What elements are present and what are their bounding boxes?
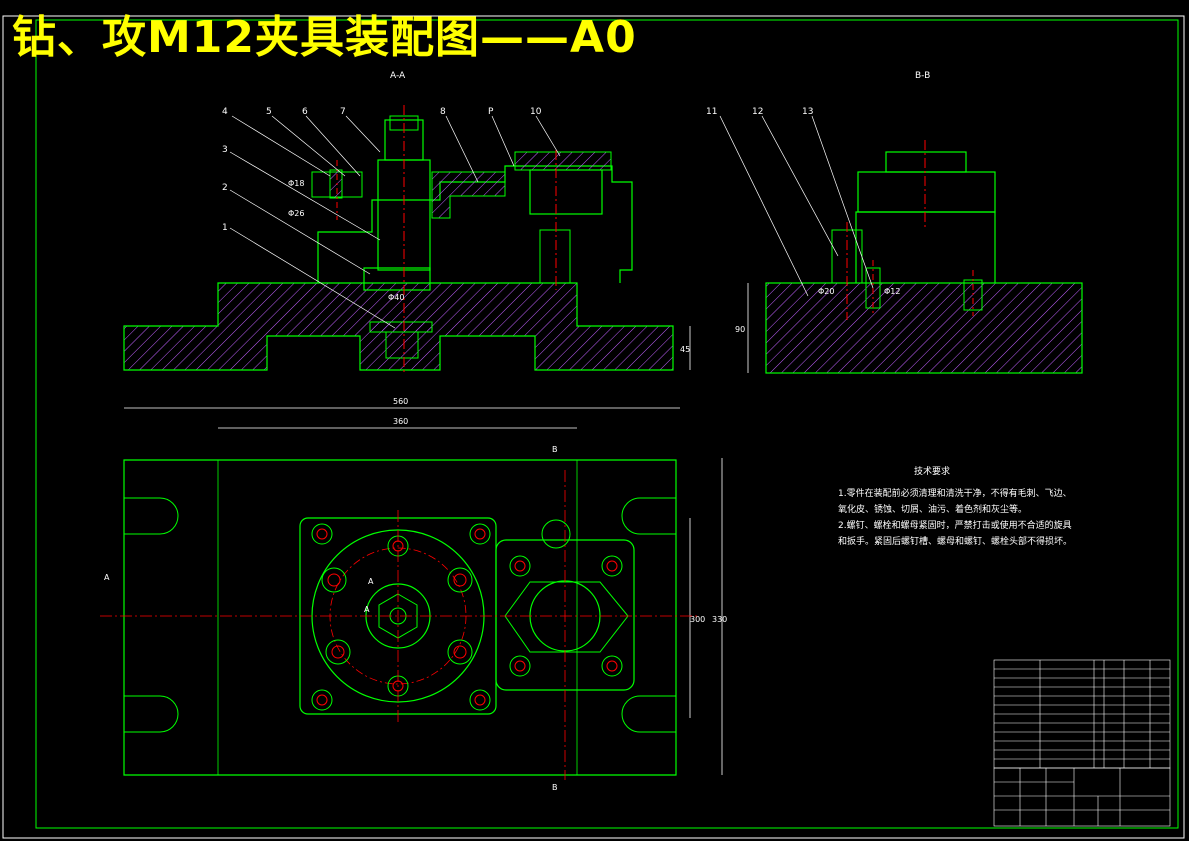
plan-slot-br <box>621 695 676 733</box>
plan-marker-a-center: A <box>364 605 370 614</box>
aa-clamp-plate <box>431 171 506 219</box>
part-label-5: 5 <box>266 107 272 117</box>
bb-workpiece-top <box>885 151 967 173</box>
bb-fit-12: Φ12 <box>884 287 900 296</box>
part-label-8: 8 <box>440 107 446 117</box>
tech-line-3: 2.螺钉、螺栓和螺母紧固时，严禁打击或使用不合适的旋具 <box>838 519 1072 531</box>
aa-shaft-washer <box>369 321 433 333</box>
part-label-4: 4 <box>222 107 228 117</box>
aa-fit-40: Φ40 <box>388 293 404 302</box>
view-label-aa: A-A <box>390 71 406 81</box>
tech-requirements: 技术要求 1.零件在装配前必须清理和清洗干净，不得有毛刺、飞边、 氧化皮、锈蚀、… <box>838 465 1072 547</box>
bb-support-pin <box>831 229 863 284</box>
part-label-2: 2 <box>222 183 228 193</box>
bb-part-labels: 11 12 13 <box>706 107 874 297</box>
part-label-11: 11 <box>706 107 717 117</box>
part-label-12: 12 <box>752 107 763 117</box>
plan-dim-360: 360 <box>393 417 408 426</box>
aa-fit-26: Φ26 <box>288 209 304 218</box>
tech-line-2: 氧化皮、锈蚀、切屑、油污、着色剂和灰尘等。 <box>838 503 1027 515</box>
bb-workpiece <box>857 171 996 213</box>
part-label-10: 10 <box>530 107 542 117</box>
view-label-bb: B-B <box>915 71 930 81</box>
tech-line-1: 1.零件在装配前必须清理和清洗干净，不得有毛刺、飞边、 <box>838 487 1072 499</box>
part-label-7: 7 <box>340 107 346 117</box>
bb-frame <box>855 211 996 283</box>
plan-slot-bl <box>124 695 179 733</box>
plan-marker-a-center2: A <box>368 577 374 586</box>
section-view-aa: A-A 45 Φ18 Φ26 Φ40 <box>123 71 691 372</box>
aa-shaft-nut-bottom <box>385 331 419 359</box>
plan-dim-300: 300 <box>690 615 705 624</box>
sheet-outer-border <box>2 15 1185 839</box>
tech-heading: 技术要求 <box>914 465 950 477</box>
parts-list-table <box>993 659 1171 769</box>
plan-slot-tr <box>621 497 676 535</box>
section-view-bb: B-B 90 Φ20 Φ12 <box>735 71 1083 374</box>
sheet-inner-border <box>35 19 1179 829</box>
part-label-3: 3 <box>222 145 228 155</box>
aa-part-labels: 1 2 3 4 5 6 7 8 P 10 <box>222 107 561 329</box>
part-label-13: 13 <box>802 107 813 117</box>
bb-base-plate <box>765 282 1083 374</box>
part-label-6: 6 <box>302 107 308 117</box>
bb-fit-20: Φ20 <box>818 287 834 296</box>
plan-dim-560: 560 <box>393 397 408 406</box>
aa-fit-18: Φ18 <box>288 179 304 188</box>
tech-line-4: 和扳手。紧固后螺钉槽、螺母和螺钉、螺栓头部不得损坏。 <box>838 535 1072 547</box>
plan-slot-tl <box>124 497 179 535</box>
aa-workpiece-cover <box>514 151 612 171</box>
plan-work-flange <box>504 581 629 653</box>
plan-base-plate <box>123 459 677 776</box>
bb-dim-90: 90 <box>735 325 745 334</box>
aa-shaft-collar <box>363 267 431 291</box>
plan-marker-b-top: B <box>552 445 558 454</box>
part-label-9: P <box>488 107 494 117</box>
part-label-1: 1 <box>222 223 228 233</box>
aa-support-pin <box>539 229 571 284</box>
plan-marker-b-bottom: B <box>552 783 558 792</box>
plan-view: 560 360 300 330 <box>100 397 727 792</box>
drawing-title: 钻、攻M12夹具装配图——A0 <box>12 12 637 63</box>
plan-screws <box>311 523 623 711</box>
aa-dim-45: 45 <box>680 345 690 354</box>
plan-marker-a-left: A <box>104 573 110 582</box>
aa-workpiece-body <box>529 169 603 215</box>
aa-bush-hatch <box>329 169 343 199</box>
plan-dim-330: 330 <box>712 615 727 624</box>
title-block <box>993 767 1171 827</box>
